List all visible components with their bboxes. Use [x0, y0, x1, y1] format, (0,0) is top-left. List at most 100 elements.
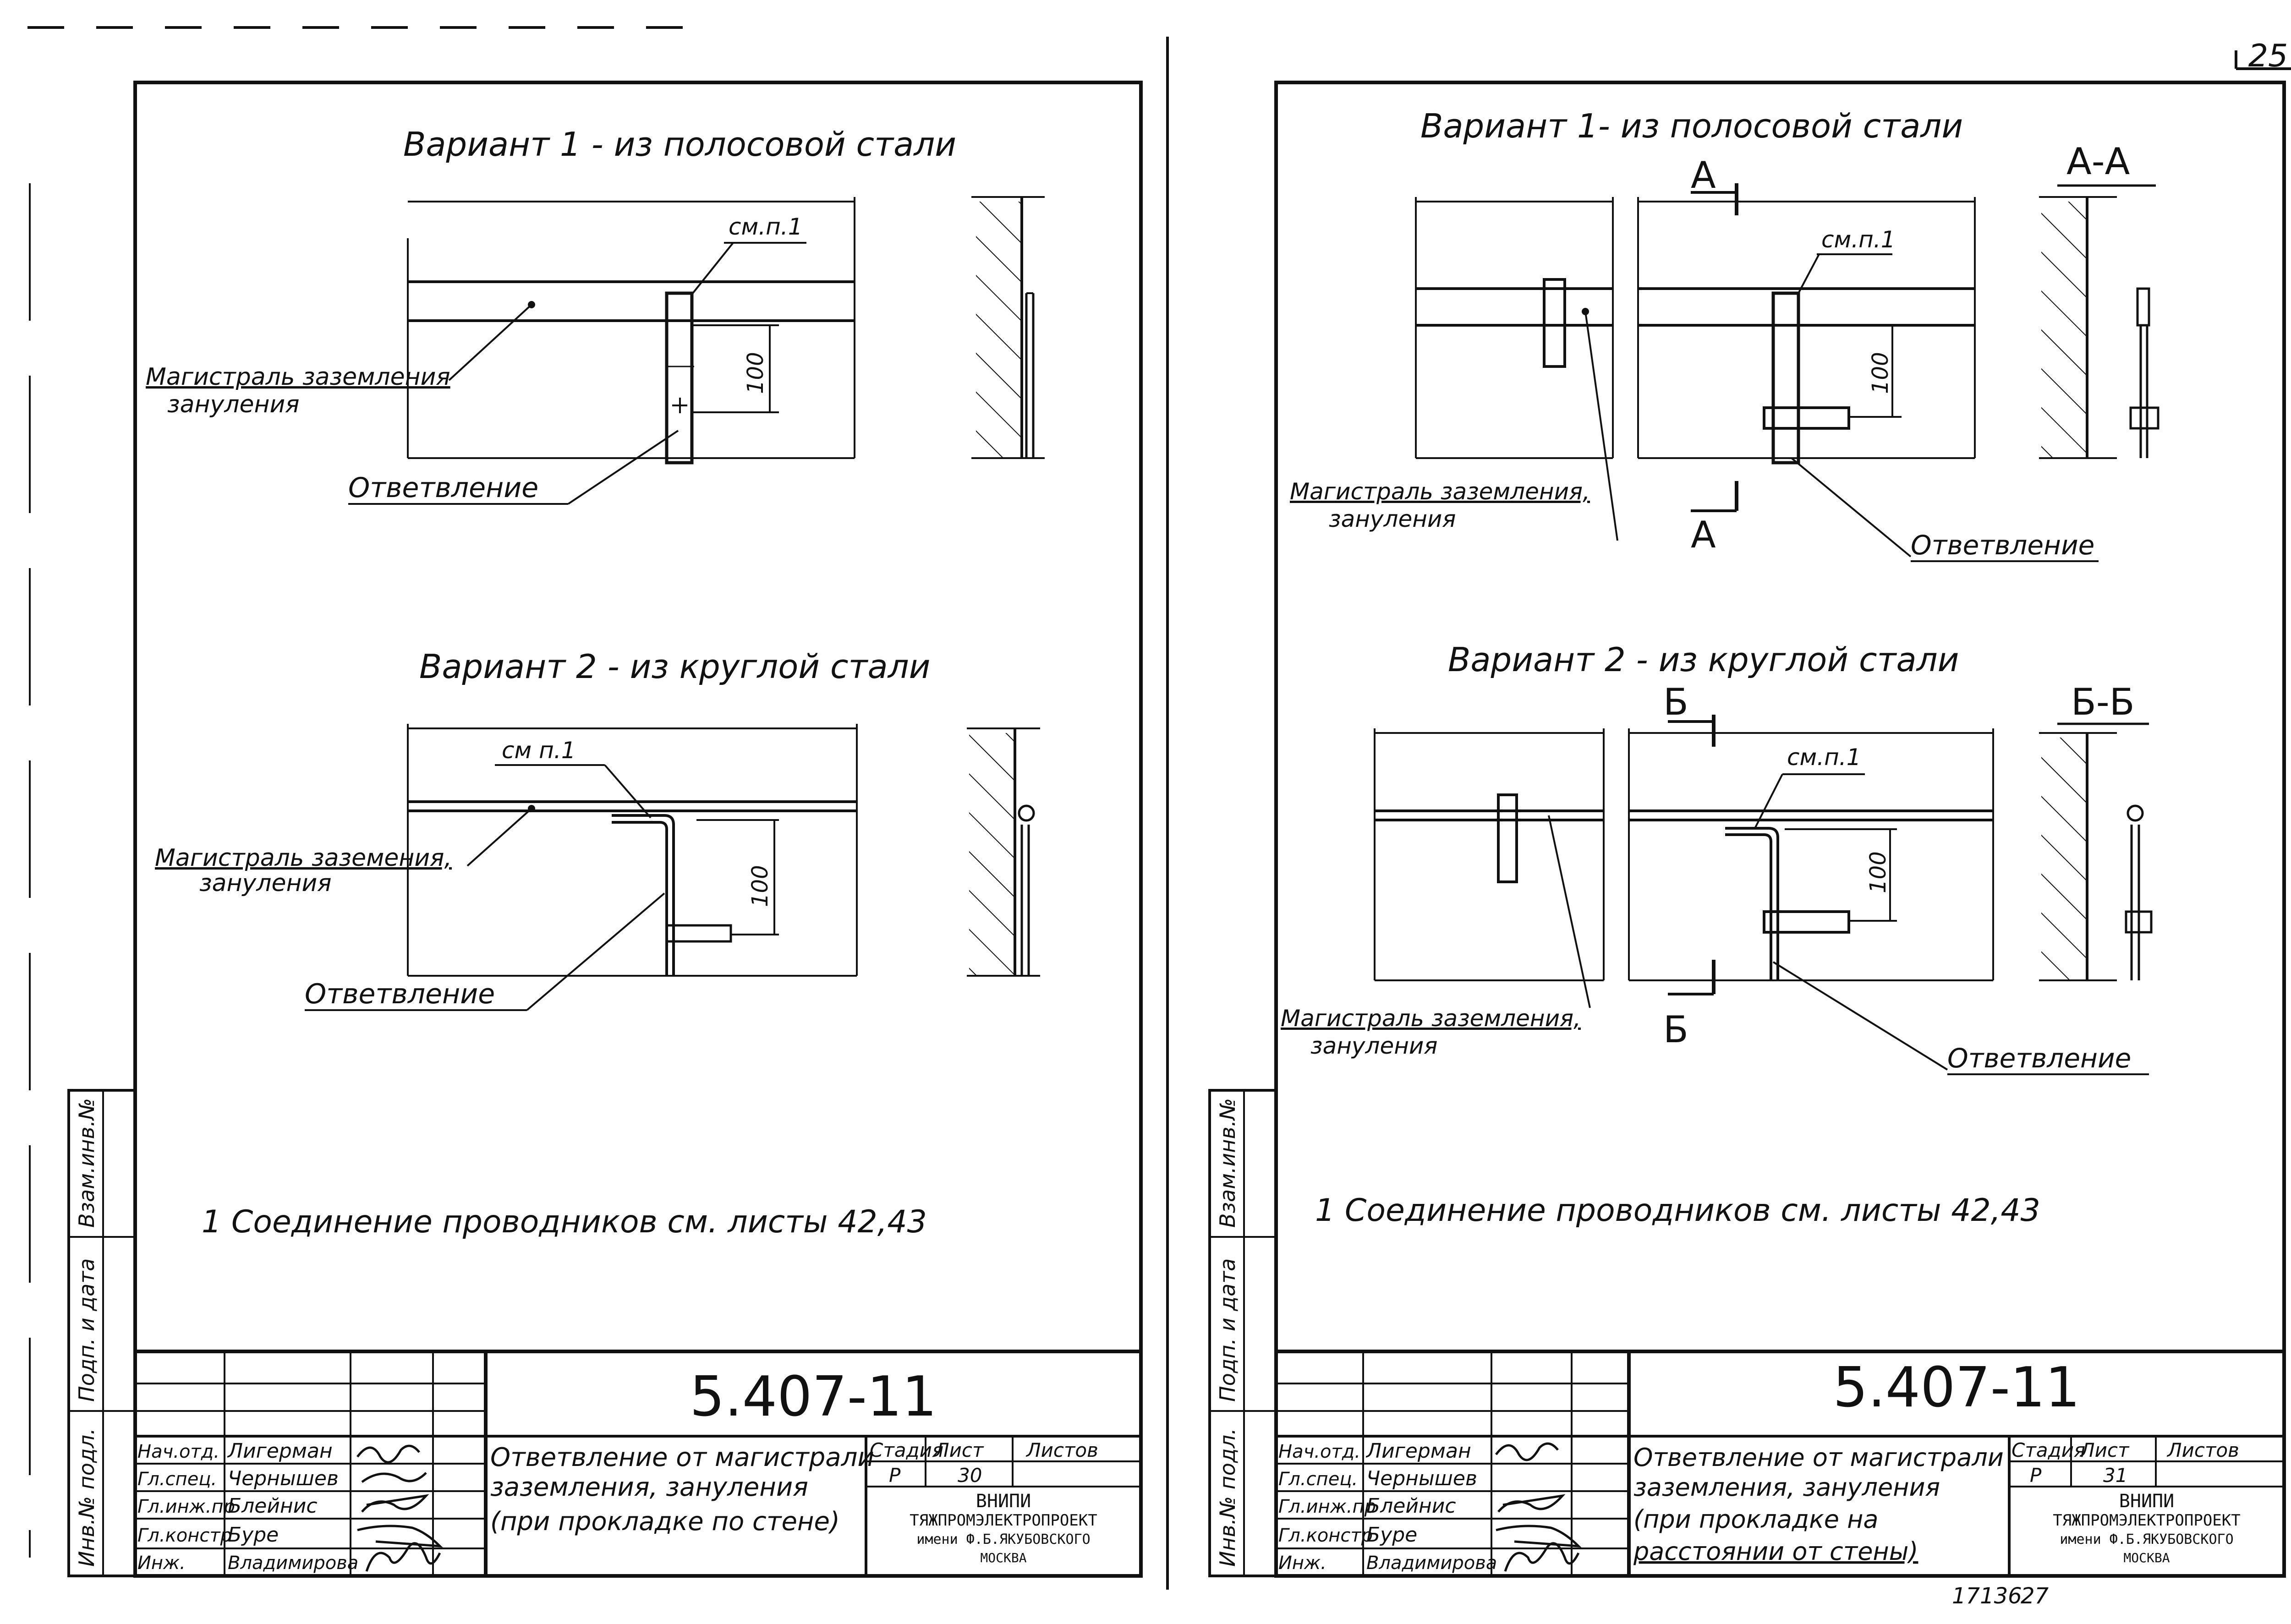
left-org-0: ВНИПИ — [976, 1491, 1031, 1512]
right-v1-ref-label: см.п.1 — [1821, 226, 1896, 253]
right-name-1: Чернышев — [1366, 1467, 1477, 1490]
right-sheet: Инв.№ подл. Подп. и дата Взам.инв.№ Вари… — [1208, 81, 2286, 1578]
right-v1-trunk-label: Магистраль заземления, — [1290, 478, 1590, 505]
sheet-number: 25 — [2248, 38, 2288, 74]
left-v2-trunk-label-2: зануления — [199, 869, 332, 897]
right-org-2: имени Ф.Б.ЯКУБОВСКОГО — [2060, 1531, 2233, 1547]
left-org-3: МОСКВА — [980, 1550, 1026, 1565]
right-stage: Р — [2030, 1464, 2042, 1487]
right-signatures — [1495, 1442, 1582, 1572]
right-v2-section — [2039, 732, 2153, 981]
right-section-bb: Б-Б — [2071, 681, 2135, 723]
left-frame — [133, 81, 1143, 1578]
right-title-line-0: Ответвление от магистрали — [1633, 1443, 2004, 1472]
left-v2-ref-label: см п.1 — [502, 737, 576, 764]
sheet-number-box: 25 — [2235, 38, 2291, 74]
left-v2-branch-label: Ответвление — [305, 978, 495, 1010]
right-v2-plan — [1374, 715, 2149, 1071]
right-name-3: Буре — [1366, 1523, 1417, 1547]
side-label-inv: Инв.№ подл. — [74, 1428, 99, 1567]
right-section-a-top: А — [1691, 154, 1716, 197]
left-name-3: Буре — [228, 1523, 279, 1547]
left-variant2-title: Вариант 2 - из круглой стали — [419, 647, 930, 686]
right-v1-trunk-label-2: зануления — [1329, 506, 1456, 532]
right-name-2: Блейнис — [1366, 1494, 1456, 1518]
right-side-label-replace: Взам.инв.№ — [1215, 1098, 1240, 1228]
right-v2-trunk-label: Магистраль заземления, — [1281, 1005, 1581, 1032]
right-sheets-header: Листов — [2166, 1439, 2239, 1461]
right-stage-header: Стадия — [2011, 1439, 2085, 1461]
left-sheet-no: 30 — [958, 1464, 982, 1487]
right-section-b-top: Б — [1663, 681, 1688, 723]
left-name-0: Лигерман — [227, 1439, 333, 1463]
left-v2-dim: 100 — [747, 865, 773, 907]
left-name-1: Чернышев — [228, 1467, 339, 1490]
right-title-line-3: расстоянии от стены) — [1633, 1537, 1918, 1566]
right-note: 1 Соединение проводников см. листы 42,43 — [1315, 1192, 2040, 1229]
left-stage-header: Стадия — [870, 1439, 943, 1461]
right-v2-ref-label: см.п.1 — [1787, 744, 1861, 771]
right-title-line-1: заземления, зануления — [1633, 1473, 1940, 1502]
bottom-mark-right: 27 — [2021, 1583, 2049, 1609]
left-signatures — [356, 1444, 443, 1572]
right-v2-branch-label: Ответвление — [1947, 1043, 2131, 1074]
right-variant1-title: Вариант 1- из полосовой стали — [1420, 107, 1963, 145]
left-role-2: Гл.инж.пр — [137, 1496, 235, 1517]
left-role-0: Нач.отд. — [137, 1441, 219, 1462]
side-label-replace: Взам.инв.№ — [74, 1098, 99, 1228]
right-org-0: ВНИПИ — [2119, 1491, 2174, 1512]
right-v2-trunk-label-2: зануления — [1310, 1033, 1438, 1059]
right-variant2-title: Вариант 2 - из круглой стали — [1448, 640, 1959, 679]
right-section-a-bottom: А — [1691, 514, 1716, 556]
right-sheet-no: 31 — [2103, 1464, 2127, 1487]
left-sheets-header: Листов — [1025, 1439, 1098, 1461]
left-name-4: Владимирова — [228, 1553, 358, 1574]
left-v1-section — [971, 196, 1045, 459]
left-sheet: Инв.№ подл. Подп. и дата Взам.инв.№ Вари… — [67, 81, 1143, 1578]
right-org-3: МОСКВА — [2123, 1550, 2170, 1565]
right-role-3: Гл.констр — [1278, 1525, 1373, 1546]
left-note: 1 Соединение проводников см. листы 42,43 — [202, 1204, 927, 1240]
left-v1-branch-label: Ответвление — [348, 472, 538, 504]
left-variant1-title: Вариант 1 - из полосовой стали — [403, 125, 956, 164]
right-name-4: Владимирова — [1366, 1553, 1497, 1574]
left-stage: Р — [889, 1464, 901, 1487]
right-v1-dim: 100 — [1868, 352, 1893, 394]
left-v2-section — [967, 727, 1040, 977]
left-role-1: Гл.спец. — [137, 1469, 217, 1490]
right-side-label-inv: Инв.№ подл. — [1215, 1428, 1240, 1567]
left-title-line-1: заземления, зануления — [490, 1472, 808, 1502]
right-v2-dim: 100 — [1865, 851, 1891, 893]
left-v2-plan — [407, 724, 858, 1011]
right-v1-plan — [1415, 183, 2156, 558]
right-section-b-bottom: Б — [1663, 1008, 1688, 1051]
left-title-line-2: (при прокладке по стене) — [490, 1507, 840, 1537]
right-role-2: Гл.инж.пр — [1278, 1496, 1376, 1517]
right-doc-code: 5.407-11 — [1833, 1356, 2080, 1420]
left-org-2: имени Ф.Б.ЯКУБОВСКОГО — [916, 1531, 1090, 1547]
right-v1-branch-label: Ответвление — [1911, 530, 2094, 561]
left-v1-plan — [407, 197, 855, 505]
right-role-0: Нач.отд. — [1278, 1441, 1360, 1462]
right-title-line-2: (при прокладке на — [1633, 1505, 1879, 1534]
left-title-block — [135, 1350, 1141, 1576]
left-title-line-0: Ответвление от магистрали — [490, 1443, 874, 1472]
right-sheet-header: Лист — [2079, 1439, 2130, 1461]
left-v1-ref-label: см.п.1 — [729, 213, 803, 240]
right-frame — [1274, 81, 2286, 1578]
right-section-aa: А-А — [2066, 140, 2130, 183]
right-role-1: Гл.спец. — [1278, 1469, 1358, 1490]
left-v2-trunk-label: Магистраль заземения, — [155, 844, 452, 872]
right-name-0: Лигерман — [1365, 1439, 1471, 1463]
left-org-1: ТЯЖПРОМЭЛЕКТРОПРОЕКТ — [910, 1511, 1097, 1530]
left-role-3: Гл.констр — [137, 1525, 232, 1546]
left-side-stamp: Инв.№ подл. Подп. и дата Взам.инв.№ — [67, 1089, 137, 1577]
right-title-block — [1276, 1350, 2284, 1576]
right-v1-section — [2039, 196, 2159, 459]
bottom-mark-left: 17136 — [1952, 1583, 2022, 1609]
right-org-1: ТЯЖПРОМЭЛЕКТРОПРОЕКТ — [2053, 1511, 2240, 1530]
left-v1-dim: 100 — [743, 352, 768, 394]
left-sheet-header: Лист — [934, 1439, 984, 1461]
right-side-stamp: Инв.№ подл. Подп. и дата Взам.инв.№ — [1208, 1089, 1277, 1577]
